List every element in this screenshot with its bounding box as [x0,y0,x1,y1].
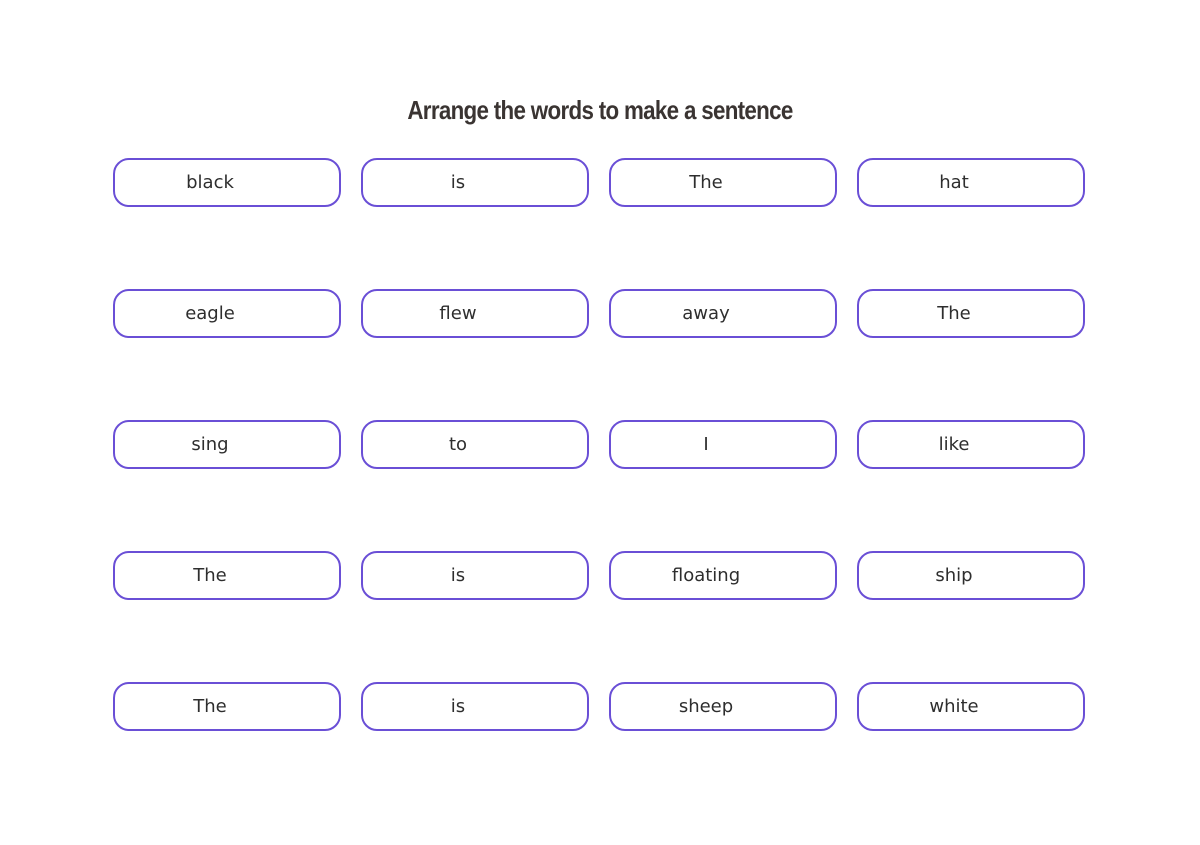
word-tile[interactable]: to [361,420,589,469]
word-tile[interactable]: ship [857,551,1085,600]
word-tile[interactable]: sheep [609,682,837,731]
word-tile[interactable]: eagle [113,289,341,338]
word-tile[interactable]: like [857,420,1085,469]
word-tile[interactable]: is [361,551,589,600]
word-tile[interactable]: white [857,682,1085,731]
word-tile[interactable]: I [609,420,837,469]
word-tile[interactable]: away [609,289,837,338]
word-tile[interactable]: The [857,289,1085,338]
word-tile[interactable]: The [113,551,341,600]
word-tile[interactable]: sing [113,420,341,469]
word-tile[interactable]: hat [857,158,1085,207]
word-tile[interactable]: The [113,682,341,731]
word-tile[interactable]: is [361,158,589,207]
word-tile[interactable]: The [609,158,837,207]
word-tile[interactable]: floating [609,551,837,600]
word-tile[interactable]: is [361,682,589,731]
word-tile[interactable]: flew [361,289,589,338]
page-title: Arrange the words to make a sentence [407,95,793,125]
word-grid: black is The hat eagle flew away The sin… [113,158,1085,731]
word-tile[interactable]: black [113,158,341,207]
